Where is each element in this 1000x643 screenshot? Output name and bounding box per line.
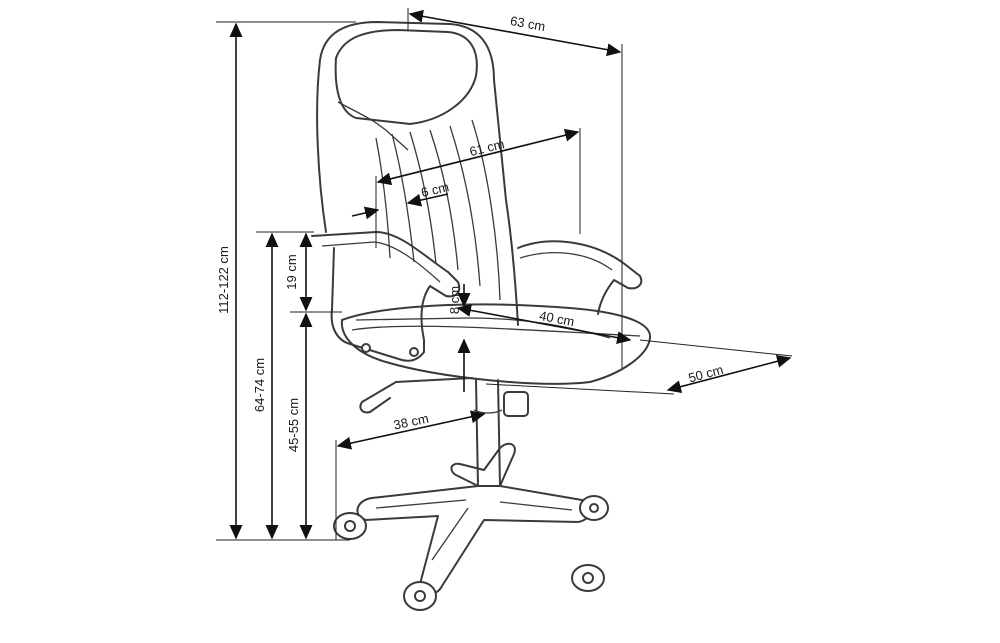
seat-depth-label: 50 cm — [687, 362, 725, 386]
base-star — [356, 442, 592, 595]
right-armrest — [517, 240, 643, 315]
seat-depth-dimension — [666, 355, 792, 393]
extension-lines — [216, 8, 675, 541]
total-height-label: 112-122 cm — [216, 246, 231, 314]
left-armrest — [311, 231, 461, 362]
dimension-lines — [229, 9, 793, 540]
back-width-label: 61 cm — [468, 136, 506, 159]
stripe-width-dimension — [351, 206, 380, 220]
stripe-width-dimension-right — [406, 193, 449, 207]
armrest-bolt — [361, 343, 371, 353]
gas-lift — [475, 379, 501, 487]
base-radius-dimension — [336, 410, 486, 450]
caster-wheel — [403, 581, 437, 611]
lift-handle — [359, 377, 473, 414]
armrest-height-label: 64-74 cm — [252, 358, 267, 412]
armrest-bolt — [409, 347, 419, 357]
headrest-panel — [334, 29, 478, 125]
arm-above-seat-label: 19 cm — [284, 254, 299, 289]
chair-drawing — [311, 21, 652, 611]
overall-width-label: 63 cm — [509, 13, 546, 34]
base-radius-label: 38 cm — [392, 411, 430, 433]
tilt-knob — [503, 391, 529, 417]
dimension-labels: 112-122 cm 64-74 cm 45-55 cm 19 cm 63 cm… — [216, 13, 725, 452]
seat-cushion — [340, 303, 652, 385]
seat-width-label: 40 cm — [538, 308, 576, 329]
caster-wheel — [571, 564, 605, 592]
backrest-outline — [316, 21, 519, 326]
seat-thickness-label: 8 cm — [447, 286, 462, 314]
backrest-side-panel — [337, 101, 409, 151]
back-width-dimension — [376, 128, 580, 186]
stripe-width-label: 6 cm — [420, 179, 451, 200]
seat-height-label: 45-55 cm — [286, 398, 301, 452]
caster-wheel — [579, 495, 609, 521]
overall-width-dimension — [408, 9, 622, 57]
seat-width-dimension — [456, 303, 632, 345]
caster-wheel — [333, 512, 367, 540]
